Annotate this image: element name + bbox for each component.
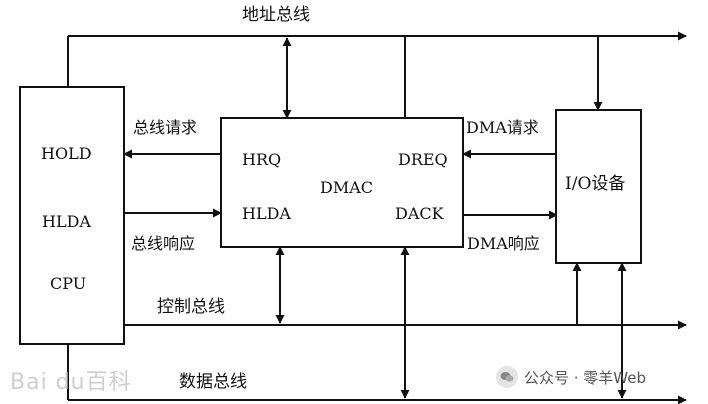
wechat-watermark: 公众号 · 零羊Web xyxy=(496,366,646,388)
baidu-watermark: Bai du百科 xyxy=(10,370,132,395)
bus-request-label: 总线请求 xyxy=(133,118,198,137)
wechat-icon xyxy=(496,366,518,388)
dmac-hrq-pin: HRQ xyxy=(242,150,282,169)
dma-request-label: DMA请求 xyxy=(466,118,539,137)
io-device-block xyxy=(555,109,642,264)
bus-response-label: 总线响应 xyxy=(131,234,196,253)
cpu-block xyxy=(19,86,125,345)
cpu-hlda-pin: HLDA xyxy=(42,212,91,231)
cpu-name: CPU xyxy=(50,274,87,293)
control-bus-label: 控制总线 xyxy=(157,297,225,317)
dma-response-label: DMA响应 xyxy=(467,234,540,253)
wechat-watermark-text: 公众号 · 零羊Web xyxy=(524,368,647,387)
dmac-dreq-pin: DREQ xyxy=(398,150,448,169)
dmac-block xyxy=(220,117,464,248)
address-bus-label: 地址总线 xyxy=(242,5,310,25)
cpu-hold-pin: HOLD xyxy=(41,144,92,163)
dmac-hlda-pin: HLDA xyxy=(242,204,291,223)
io-device-name: I/O设备 xyxy=(565,174,626,194)
dmac-dack-pin: DACK xyxy=(395,204,444,223)
data-bus-label: 数据总线 xyxy=(179,372,247,392)
dmac-name: DMAC xyxy=(320,178,374,197)
